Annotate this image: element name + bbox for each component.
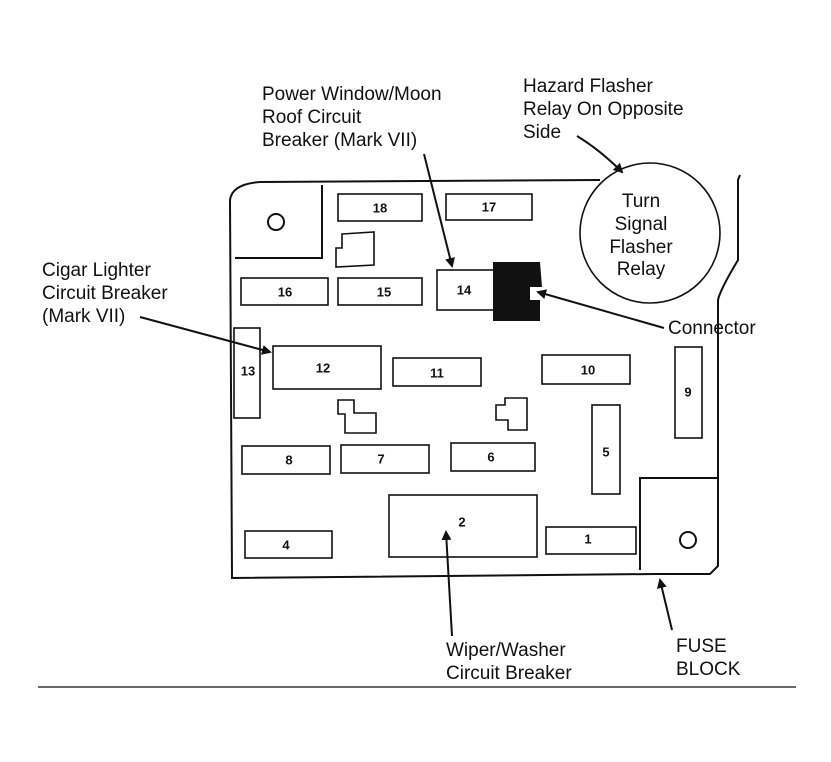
power-window-leader — [423, 153, 455, 268]
relay-label-3: Flasher — [609, 237, 673, 258]
svg-text:9: 9 — [684, 385, 691, 400]
power-window-label-2: Roof Circuit — [262, 107, 362, 128]
svg-text:16: 16 — [278, 285, 292, 300]
fuse-11: 11 — [392, 357, 482, 387]
fuse-5: 5 — [591, 404, 621, 495]
svg-text:8: 8 — [285, 453, 292, 468]
mounting-hole-top-left — [267, 213, 285, 231]
svg-text:2: 2 — [458, 515, 465, 530]
socket-middle-right — [495, 397, 528, 431]
socket-middle-left — [337, 399, 377, 434]
connector-label: Connector — [668, 318, 756, 339]
svg-text:11: 11 — [430, 366, 444, 381]
svg-text:12: 12 — [316, 361, 330, 376]
turn-signal-flasher-relay — [579, 162, 721, 304]
connector-leader — [536, 289, 665, 329]
svg-text:17: 17 — [482, 200, 496, 215]
connector-block — [493, 262, 542, 321]
mounting-hole-bottom-right — [679, 531, 697, 549]
cigar-leader — [139, 316, 272, 355]
cigar-label-3: (Mark VII) — [42, 306, 125, 327]
fuse-9: 9 — [674, 346, 703, 439]
wiper-label-2: Circuit Breaker — [446, 663, 572, 684]
relay-label-1: Turn — [622, 191, 660, 212]
wiper-leader — [441, 530, 453, 637]
upper-section-line — [235, 185, 323, 259]
svg-text:13: 13 — [241, 364, 255, 379]
fuse-2: 2 — [388, 494, 538, 558]
svg-text:4: 4 — [282, 538, 290, 553]
hazard-label-2: Relay On Opposite — [523, 99, 684, 120]
svg-text:7: 7 — [377, 452, 384, 467]
svg-text:14: 14 — [457, 283, 472, 298]
fuse-14: 14 — [436, 269, 500, 311]
cigar-label-1: Cigar Lighter — [42, 260, 151, 281]
power-window-label-3: Breaker (Mark VII) — [262, 130, 417, 151]
fuse-8: 8 — [241, 445, 331, 475]
svg-text:1: 1 — [584, 532, 591, 547]
fuse-block-label-2: BLOCK — [676, 659, 741, 680]
svg-text:5: 5 — [602, 445, 609, 460]
fuse-15: 15 — [337, 277, 423, 306]
fuse-10: 10 — [541, 354, 631, 385]
hazard-label-3: Side — [523, 122, 561, 143]
fuse-block-leader — [657, 578, 673, 631]
fuse-7: 7 — [340, 444, 430, 474]
fuse-17: 17 — [445, 193, 533, 221]
fuse-18: 18 — [337, 193, 423, 222]
lower-right-section — [639, 477, 718, 570]
cigar-label-2: Circuit Breaker — [42, 283, 168, 304]
svg-text:6: 6 — [487, 450, 494, 465]
fuse-6: 6 — [450, 442, 536, 472]
fuse-13: 13 — [233, 327, 261, 419]
fuse-block-label-1: FUSE — [676, 636, 727, 657]
hazard-label-1: Hazard Flasher — [523, 76, 654, 97]
fuse-4: 4 — [244, 530, 333, 559]
fuse-1: 1 — [545, 526, 637, 555]
svg-text:10: 10 — [581, 363, 595, 378]
power-window-label-1: Power Window/Moon — [262, 84, 442, 105]
socket-upper — [335, 231, 375, 268]
wiper-label-1: Wiper/Washer — [446, 640, 566, 661]
hazard-leader — [576, 135, 624, 174]
relay-label-2: Signal — [615, 214, 668, 235]
svg-text:15: 15 — [377, 285, 391, 300]
svg-text:18: 18 — [373, 201, 387, 216]
fuse-12: 12 — [272, 345, 382, 390]
relay-label-4: Relay — [617, 259, 666, 280]
fuse-16: 16 — [240, 277, 329, 306]
